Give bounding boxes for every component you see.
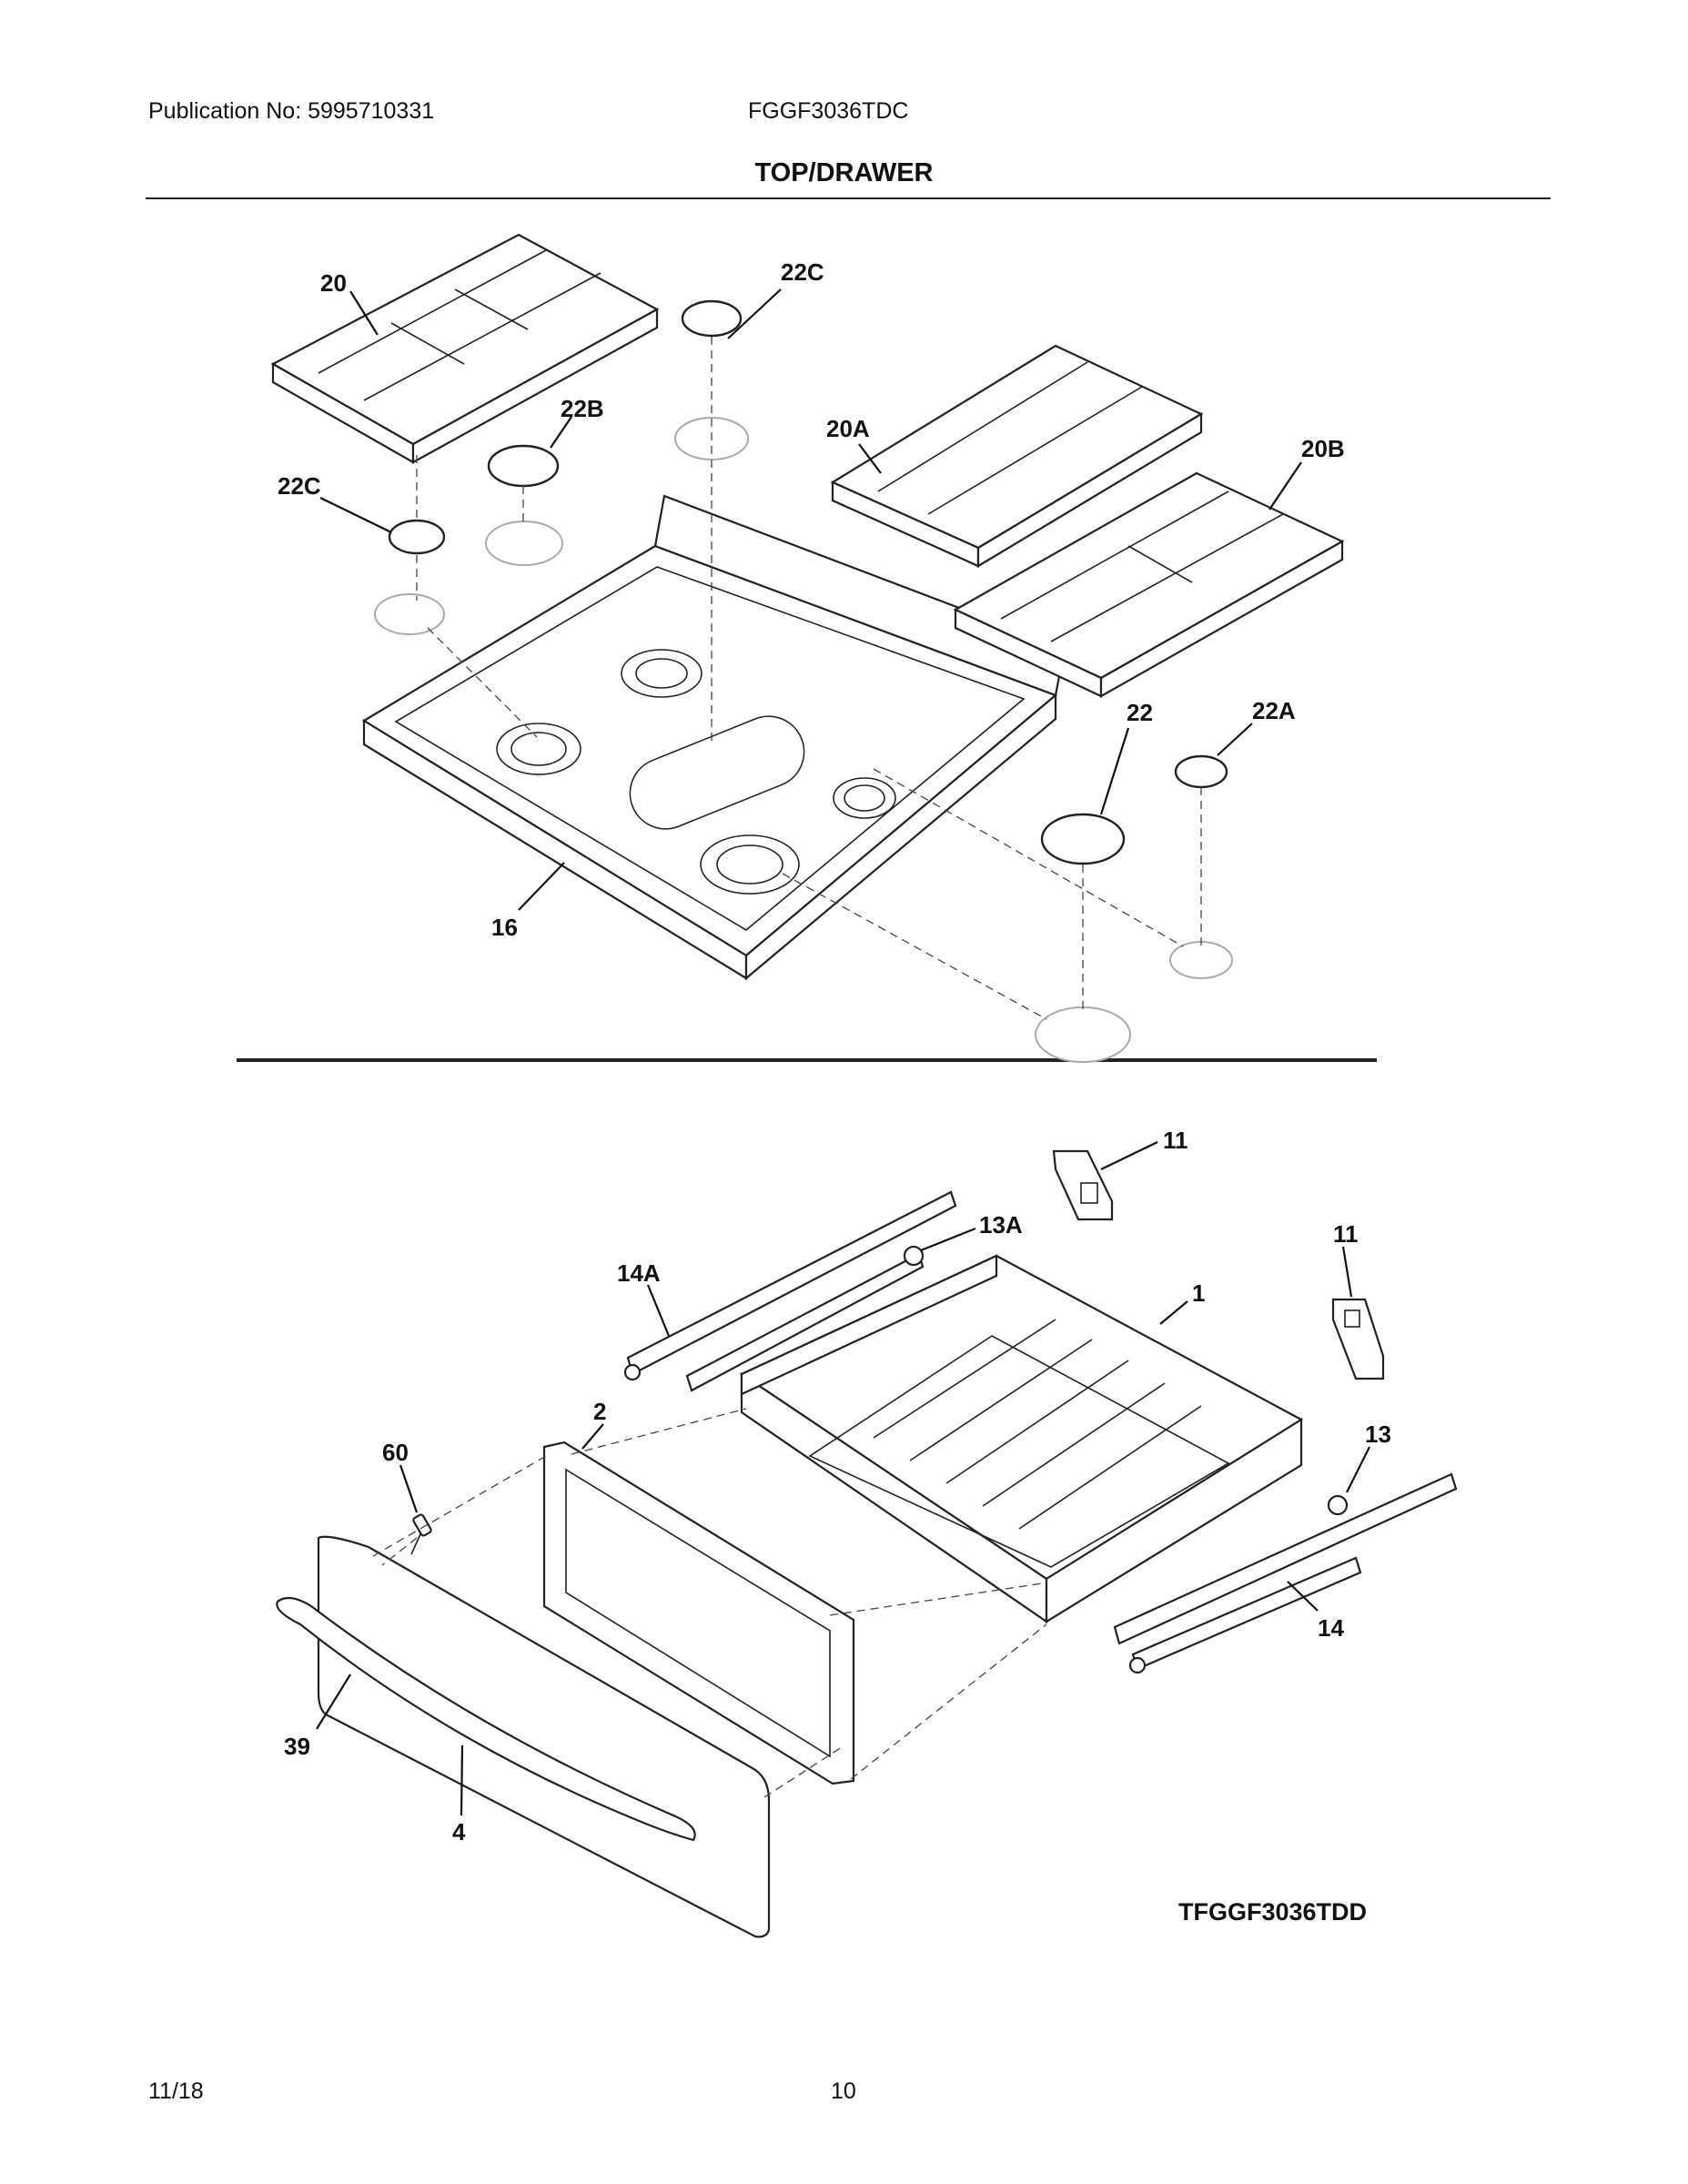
burner-head-left-rear bbox=[485, 521, 563, 566]
roller-13a bbox=[903, 1245, 925, 1267]
callout-2: 2 bbox=[593, 1398, 606, 1425]
callout-11-top: 11 bbox=[1163, 1127, 1188, 1154]
slide-rail-left bbox=[623, 1190, 957, 1392]
callout-13a: 13A bbox=[979, 1211, 1023, 1239]
burner-head-right-small bbox=[1169, 941, 1233, 979]
grate-center bbox=[830, 344, 1204, 568]
callout-22c-top: 22C bbox=[781, 258, 824, 286]
callout-13: 13 bbox=[1365, 1421, 1391, 1448]
burner-cap-22c-left bbox=[388, 519, 446, 555]
bracket-11-right bbox=[1331, 1298, 1385, 1380]
publication-date: 11/18 bbox=[148, 2078, 204, 2104]
bracket-11-top bbox=[1052, 1149, 1114, 1221]
drawer-body bbox=[739, 1254, 1304, 1624]
cooktop-main-top bbox=[361, 494, 1066, 981]
callout-11-right: 11 bbox=[1333, 1220, 1359, 1248]
section-divider bbox=[237, 1058, 1377, 1062]
drawer-handle bbox=[276, 1596, 696, 1842]
callout-20b: 20B bbox=[1301, 435, 1345, 462]
model-number: FGGF3036TDC bbox=[748, 98, 909, 124]
burner-cap-22c-top bbox=[681, 299, 743, 338]
page-title: TOP/DRAWER bbox=[754, 158, 934, 187]
drawer-inner-panel bbox=[542, 1441, 855, 1785]
page-number: 10 bbox=[831, 2078, 856, 2104]
header-rule bbox=[146, 197, 1551, 199]
slide-rail-right bbox=[1113, 1472, 1458, 1674]
callout-22: 22 bbox=[1127, 699, 1153, 726]
screw-60 bbox=[410, 1513, 432, 1555]
burner-head-left-front bbox=[374, 593, 445, 635]
burner-cap-22a bbox=[1174, 754, 1228, 789]
grate-right bbox=[953, 471, 1345, 698]
publication-number: Publication No: 5995710331 bbox=[148, 98, 435, 124]
callout-22a: 22A bbox=[1252, 697, 1296, 724]
callout-20: 20 bbox=[320, 269, 347, 297]
callout-60: 60 bbox=[382, 1439, 409, 1466]
burner-cap-22b bbox=[487, 444, 560, 488]
roller-13 bbox=[1327, 1494, 1349, 1516]
callout-14: 14 bbox=[1318, 1614, 1344, 1642]
burner-head-right-large bbox=[1035, 1006, 1131, 1063]
grate-left bbox=[270, 233, 660, 464]
callout-1: 1 bbox=[1192, 1279, 1205, 1307]
callout-20a: 20A bbox=[826, 415, 870, 442]
callout-22b: 22B bbox=[561, 395, 604, 422]
callout-22c-left: 22C bbox=[278, 472, 321, 500]
callout-4: 4 bbox=[452, 1818, 466, 1845]
callout-16: 16 bbox=[491, 914, 518, 941]
burner-cap-22 bbox=[1040, 813, 1126, 865]
drawing-code: TFGGF3036TDD bbox=[1178, 1898, 1367, 1926]
drawer-front-panel bbox=[317, 1535, 771, 1938]
callout-39: 39 bbox=[284, 1733, 310, 1760]
callout-14a: 14A bbox=[617, 1259, 661, 1287]
